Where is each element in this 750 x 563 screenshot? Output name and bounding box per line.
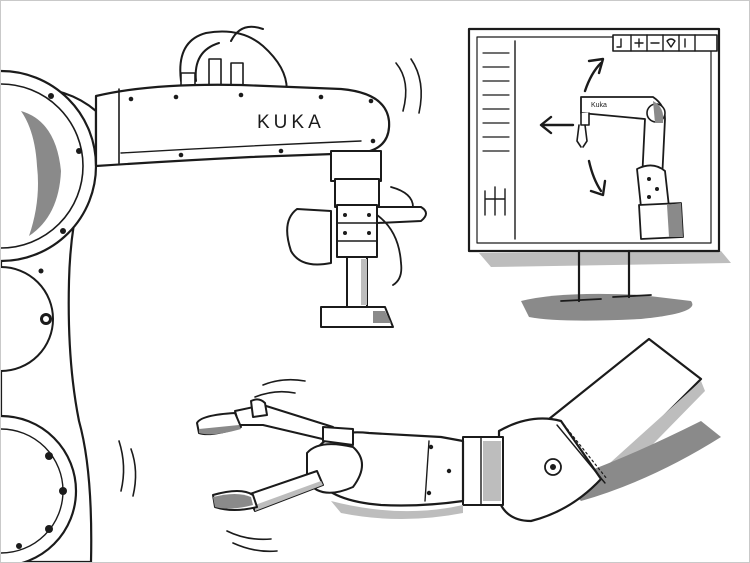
onscreen-robot-model: Kuka	[576, 96, 684, 240]
robot-wrist-gripper	[286, 150, 427, 328]
robot-base-column	[1, 69, 137, 562]
monitor-display: Kuka	[467, 27, 731, 321]
direction-arrows	[539, 57, 607, 197]
robot-upper-arm: KUKA	[94, 25, 422, 168]
robotic-hand-arm	[196, 337, 721, 553]
monitor-toolbar	[612, 34, 718, 52]
monitor-sidebar-list	[482, 40, 516, 240]
kuka-brand-label: KUKA	[257, 112, 325, 133]
svg-text:Kuka: Kuka	[591, 102, 607, 109]
